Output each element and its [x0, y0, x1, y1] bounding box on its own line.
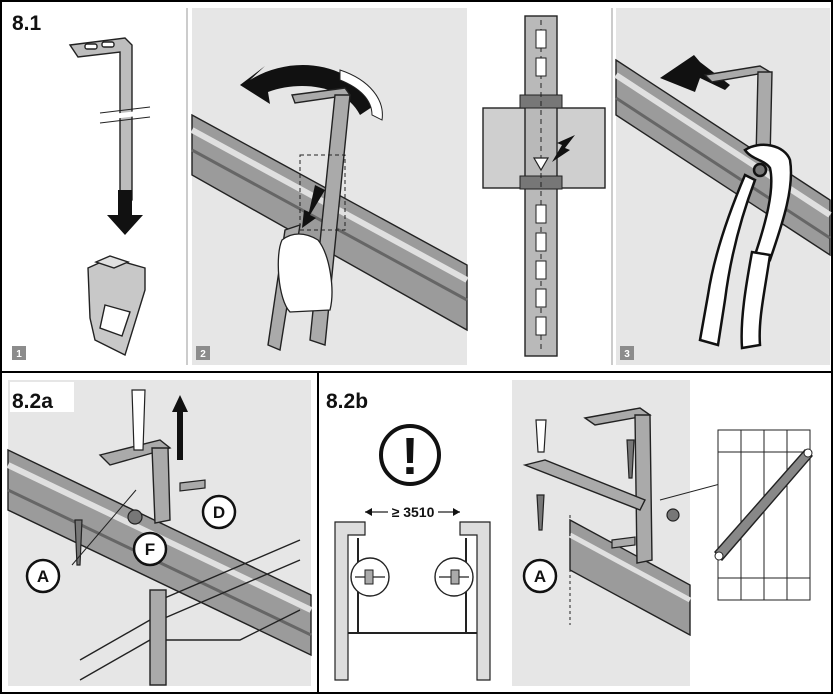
- strip-slot: [535, 232, 547, 252]
- bolt: [179, 479, 206, 492]
- bracket-8-2a: [98, 439, 172, 686]
- bracket-lower-leg: [149, 589, 167, 686]
- strip-slot: [535, 204, 547, 224]
- break-mark: [99, 116, 151, 124]
- step-number-3: 3: [624, 349, 630, 360]
- strip-slot: [535, 316, 547, 336]
- step-badge-3: 3: [620, 346, 634, 360]
- nut: [666, 508, 680, 522]
- alignment-marker: [532, 157, 550, 172]
- rail-groove: [615, 96, 831, 240]
- step-badge-box: [196, 346, 210, 360]
- bracket-8-2b: [522, 407, 653, 564]
- push-down-arrow: [107, 190, 143, 235]
- step-badge-1: 1: [12, 346, 26, 360]
- break-mark: [99, 109, 151, 121]
- radiator-tubes: [79, 539, 301, 681]
- callout-circle: [25, 558, 61, 594]
- callout-circle: [132, 531, 168, 567]
- alignment-arrow: [552, 135, 575, 162]
- strip-slot: [535, 288, 547, 308]
- leader-line: [71, 489, 137, 566]
- section-8-2a: 8.2a A F: [6, 380, 313, 686]
- hand-illustration: [277, 233, 333, 313]
- section-title-8-2a: 8.2a: [12, 390, 53, 413]
- pliers-icon: [698, 143, 793, 350]
- step-number-1: 1: [16, 349, 22, 360]
- bracket-leg: [634, 414, 653, 564]
- niche-drawing: ≥ 3510: [334, 503, 491, 681]
- push-left-arrow: [660, 55, 730, 92]
- pliers-handle-left: [698, 173, 757, 347]
- brace-hole: [714, 551, 724, 561]
- callout-label: A: [37, 567, 49, 586]
- callout-F-8-2a: F: [132, 531, 168, 567]
- screw: [74, 519, 83, 566]
- rail-highlight: [614, 72, 832, 218]
- callout-A-8-2b: A: [522, 558, 558, 594]
- bolt: [611, 536, 636, 549]
- tube: [159, 539, 301, 601]
- detail-clip-right: [450, 569, 460, 585]
- dimension-arrow-left: [365, 508, 372, 516]
- strip-slot: [535, 260, 547, 280]
- brace-hole: [803, 448, 813, 458]
- warning-circle: [379, 424, 441, 486]
- dimension-arrow-right: [453, 508, 460, 516]
- wall-plug: [131, 389, 146, 451]
- nut: [127, 509, 143, 525]
- screw: [626, 439, 635, 479]
- break-mark: [99, 106, 151, 114]
- warning-icon: !: [379, 424, 441, 486]
- rail-highlight: [568, 532, 692, 603]
- step-badge-box: [12, 346, 26, 360]
- section-title-8-1: 8.1: [12, 12, 42, 35]
- title-backdrop: [10, 382, 74, 412]
- insert-arrow: [302, 185, 325, 228]
- bracket-slot: [84, 43, 98, 50]
- tube: [79, 609, 301, 681]
- callout-D-8-2a: D: [201, 494, 237, 530]
- step-number-2: 2: [200, 349, 206, 360]
- bracket-leg: [151, 447, 171, 524]
- dimension-label: ≥ 3510: [392, 504, 435, 520]
- pliers-handle-right: [740, 250, 772, 350]
- detail-clip-left: [364, 569, 374, 585]
- rail-8-2b: [568, 515, 692, 637]
- tube: [159, 559, 301, 621]
- section-title-8-2b: 8.2b: [326, 390, 368, 413]
- callout-A-8-2a: A: [25, 558, 61, 594]
- step-badge-2: 2: [196, 346, 210, 360]
- wall-plug: [535, 419, 547, 453]
- strip-slot: [535, 29, 547, 49]
- step-badge-box: [620, 346, 634, 360]
- section-8-2b: 8.2b ! ≥ 3510: [326, 380, 813, 686]
- callout-label: D: [213, 503, 225, 522]
- radiator-front: [717, 429, 811, 601]
- niche-wall-right: [459, 521, 491, 681]
- strip-slot: [535, 57, 547, 77]
- callout-circle: [201, 494, 237, 530]
- callout-label: F: [145, 540, 155, 559]
- clip-outline-dashed: [299, 154, 346, 231]
- clip-top: [94, 255, 130, 269]
- bracket-step3: [703, 65, 773, 161]
- pliers-pivot: [752, 162, 768, 178]
- section-8-1: 8.1 1: [8, 8, 832, 365]
- rotate-arrow-tail: [339, 69, 383, 121]
- screw: [536, 494, 545, 531]
- extension-arm: [522, 459, 646, 511]
- bracket-slot: [101, 41, 115, 48]
- niche-wall-left: [334, 521, 366, 681]
- clip-window: [99, 304, 131, 337]
- callout-circle: [522, 558, 558, 594]
- lift-up-arrow: [172, 395, 188, 460]
- rail-cross-section: [482, 15, 606, 357]
- tube: [79, 619, 151, 661]
- rail-clip: [87, 255, 146, 356]
- dimension-label-backdrop: [388, 503, 438, 521]
- warning-mark: !: [401, 428, 418, 486]
- callout-label: A: [534, 567, 546, 586]
